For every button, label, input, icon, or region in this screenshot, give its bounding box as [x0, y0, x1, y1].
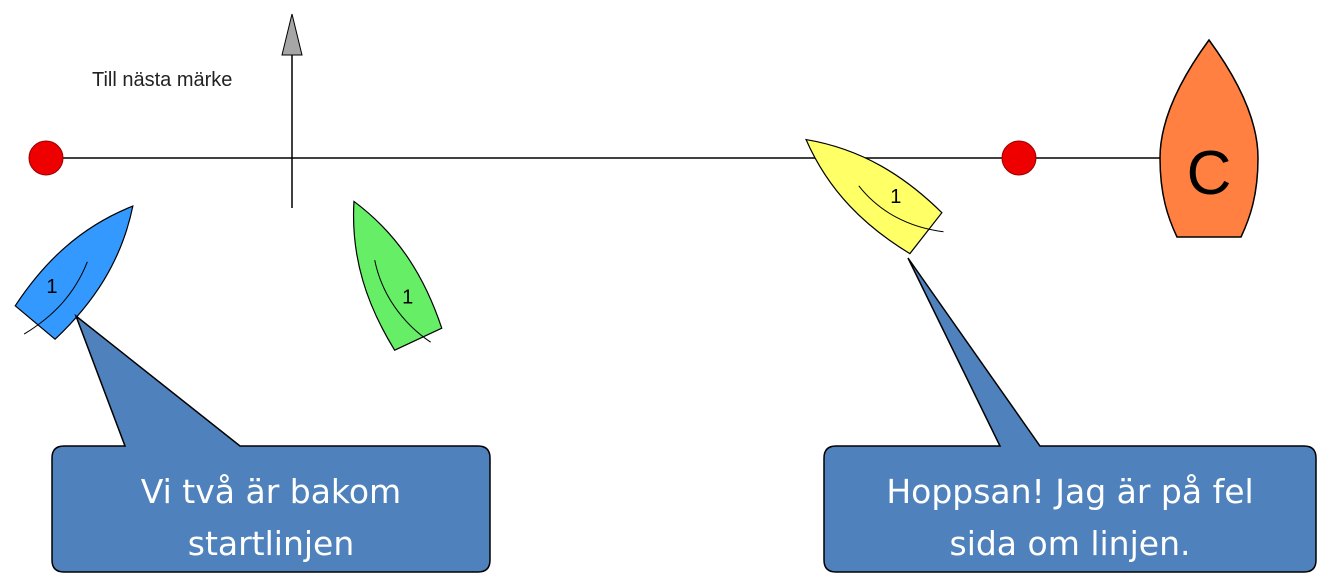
boat-yellow-hull [805, 138, 943, 255]
committee-end-mark [1001, 140, 1037, 176]
callout-behind-line-bubble [51, 313, 491, 573]
callout-behind-line: Vi två är bakom startlinjen [51, 313, 491, 573]
boat-blue-hull [14, 205, 134, 341]
boat-blue: 1 [14, 205, 134, 341]
boat-green: 1 [352, 200, 443, 351]
committee-boat-letter: C [1187, 139, 1232, 208]
callout-wrong-side-bubble [823, 257, 1317, 573]
arrow-label: Till nästa märke [92, 69, 232, 91]
pin-end-mark [28, 140, 64, 176]
boat-blue-sail [23, 261, 88, 335]
callout-wrong-side-line-2: sida om linjen. [950, 524, 1191, 563]
boat-yellow-sail [858, 185, 944, 233]
next-mark-arrow-head-icon [281, 13, 303, 56]
boat-green-sail [374, 260, 431, 343]
boat-yellow: 1 [805, 138, 944, 255]
boat-green-hull [352, 200, 443, 351]
boat-green-sail-number: 1 [402, 287, 413, 309]
callout-wrong-side: Hoppsan! Jag är på fel sida om linjen. [823, 257, 1317, 573]
boat-yellow-sail-number: 1 [890, 186, 901, 208]
callout-wrong-side-line-1: Hoppsan! Jag är på fel [886, 472, 1253, 511]
committee-boat-hull [1159, 38, 1259, 238]
callout-behind-line-line-1: Vi två är bakom [141, 472, 401, 511]
committee-boat: C [1159, 38, 1259, 238]
boat-blue-sail-number: 1 [46, 276, 57, 298]
callout-behind-line-line-2: startlinjen [188, 524, 355, 563]
